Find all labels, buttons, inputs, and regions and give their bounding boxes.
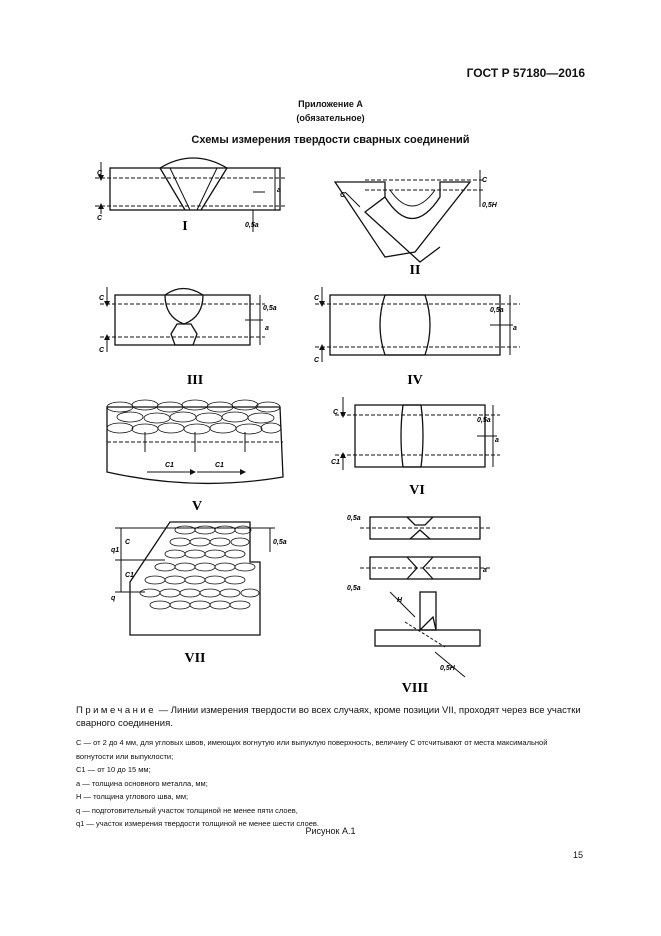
label-iv: IV [407, 373, 423, 388]
legend-item-h: H — толщина углового шва, мм; [76, 792, 189, 801]
page-number: 15 [572, 850, 583, 860]
figure-caption: Рисунок А.1 [305, 826, 356, 836]
legend-item-c1: C1 — от 10 до 15 мм; [76, 765, 151, 774]
label-v: V [192, 499, 202, 514]
dim-c1-vi: C1 [331, 459, 340, 466]
dim-half-a-iii: 0,5a [263, 305, 277, 312]
label-ii: II [410, 263, 421, 278]
dim-half-a-iv: 0,5a [490, 307, 504, 314]
dim-half-a-vi: 0,5a [477, 417, 491, 424]
legend-item-c: C — от 2 до 4 мм, для угловых швов, имею… [76, 738, 548, 761]
diagram-iv [315, 287, 520, 362]
note-lead: Примечание [76, 705, 156, 716]
note-text: — Линии измерения твердости во всех случ… [76, 705, 581, 729]
note: Примечание — Линии измерения твердости в… [76, 704, 584, 730]
diagram-i [95, 157, 285, 232]
dim-a-iv: a [513, 325, 517, 332]
dim-a-vi: a [495, 437, 499, 444]
section-title: Схемы измерения твердости сварных соедин… [191, 134, 470, 146]
dim-half-a-vii: 0,5a [273, 539, 287, 546]
dim-c-iii-bottom: C [99, 347, 105, 354]
document-code: ГОСТ Р 57180—2016 [466, 66, 585, 80]
label-i: I [182, 219, 187, 234]
dim-half-h-viii: 0,5H [440, 665, 456, 672]
diagram-vii [115, 521, 275, 636]
dim-c-iv-bottom: C [314, 357, 320, 364]
dim-c-ii: C [482, 177, 488, 184]
appendix-heading: Приложение А (обязательное) [0, 97, 661, 125]
dim-c-i-bottom: C [97, 215, 103, 222]
dim-c1-v-right: C1 [215, 462, 224, 469]
dim-half-a-viii-bottom: 0,5a [347, 585, 361, 592]
diagram-iii [100, 287, 265, 352]
legend-item-q: q — подготовительный участок толщиной не… [76, 805, 298, 815]
dim-a-i: a [277, 187, 281, 194]
appendix-title: Приложение А [298, 99, 363, 109]
hardness-diagrams-figure: I II III IV V VI VII VIII C C a 0,5a C 0… [95, 157, 520, 692]
dim-c1-vii: C1 [125, 572, 134, 579]
dim-half-a-viii-top: 0,5a [347, 515, 361, 522]
legend-item-q1: q1 — участок измерения твердости толщино… [76, 819, 319, 828]
legend-item-a: a — толщина основного металла, мм; [76, 778, 208, 788]
dim-c-iv: C [314, 295, 320, 302]
legend: C — от 2 до 4 мм, для угловых швов, имею… [76, 736, 584, 831]
diagram-viii [360, 516, 490, 678]
dim-half-a-i: 0,5a [245, 222, 259, 229]
diagram-ii [333, 170, 485, 263]
dim-q-vii: q [111, 595, 116, 602]
dim-c-iii: C [99, 295, 105, 302]
dim-q1-vii: q1 [111, 547, 119, 554]
dim-c-vi: C [333, 409, 339, 416]
label-viii: VIII [402, 681, 428, 692]
dim-half-h-ii: 0,5H [482, 202, 498, 209]
dim-a-iii: a [265, 325, 269, 332]
diagram-vi [335, 397, 500, 470]
diagram-v [106, 399, 284, 485]
appendix-status: (обязательное) [296, 113, 365, 123]
dim-c1-v-left: C1 [165, 462, 174, 469]
dim-c-ii-left: C [340, 192, 346, 199]
dim-h-viii: H [397, 597, 403, 604]
dim-a-viii: a [483, 567, 487, 574]
label-vii: VII [184, 651, 205, 666]
label-vi: VI [409, 483, 425, 498]
label-iii: III [187, 373, 203, 388]
dim-c-vii: C [125, 539, 131, 546]
dim-c-i: C [97, 170, 103, 177]
